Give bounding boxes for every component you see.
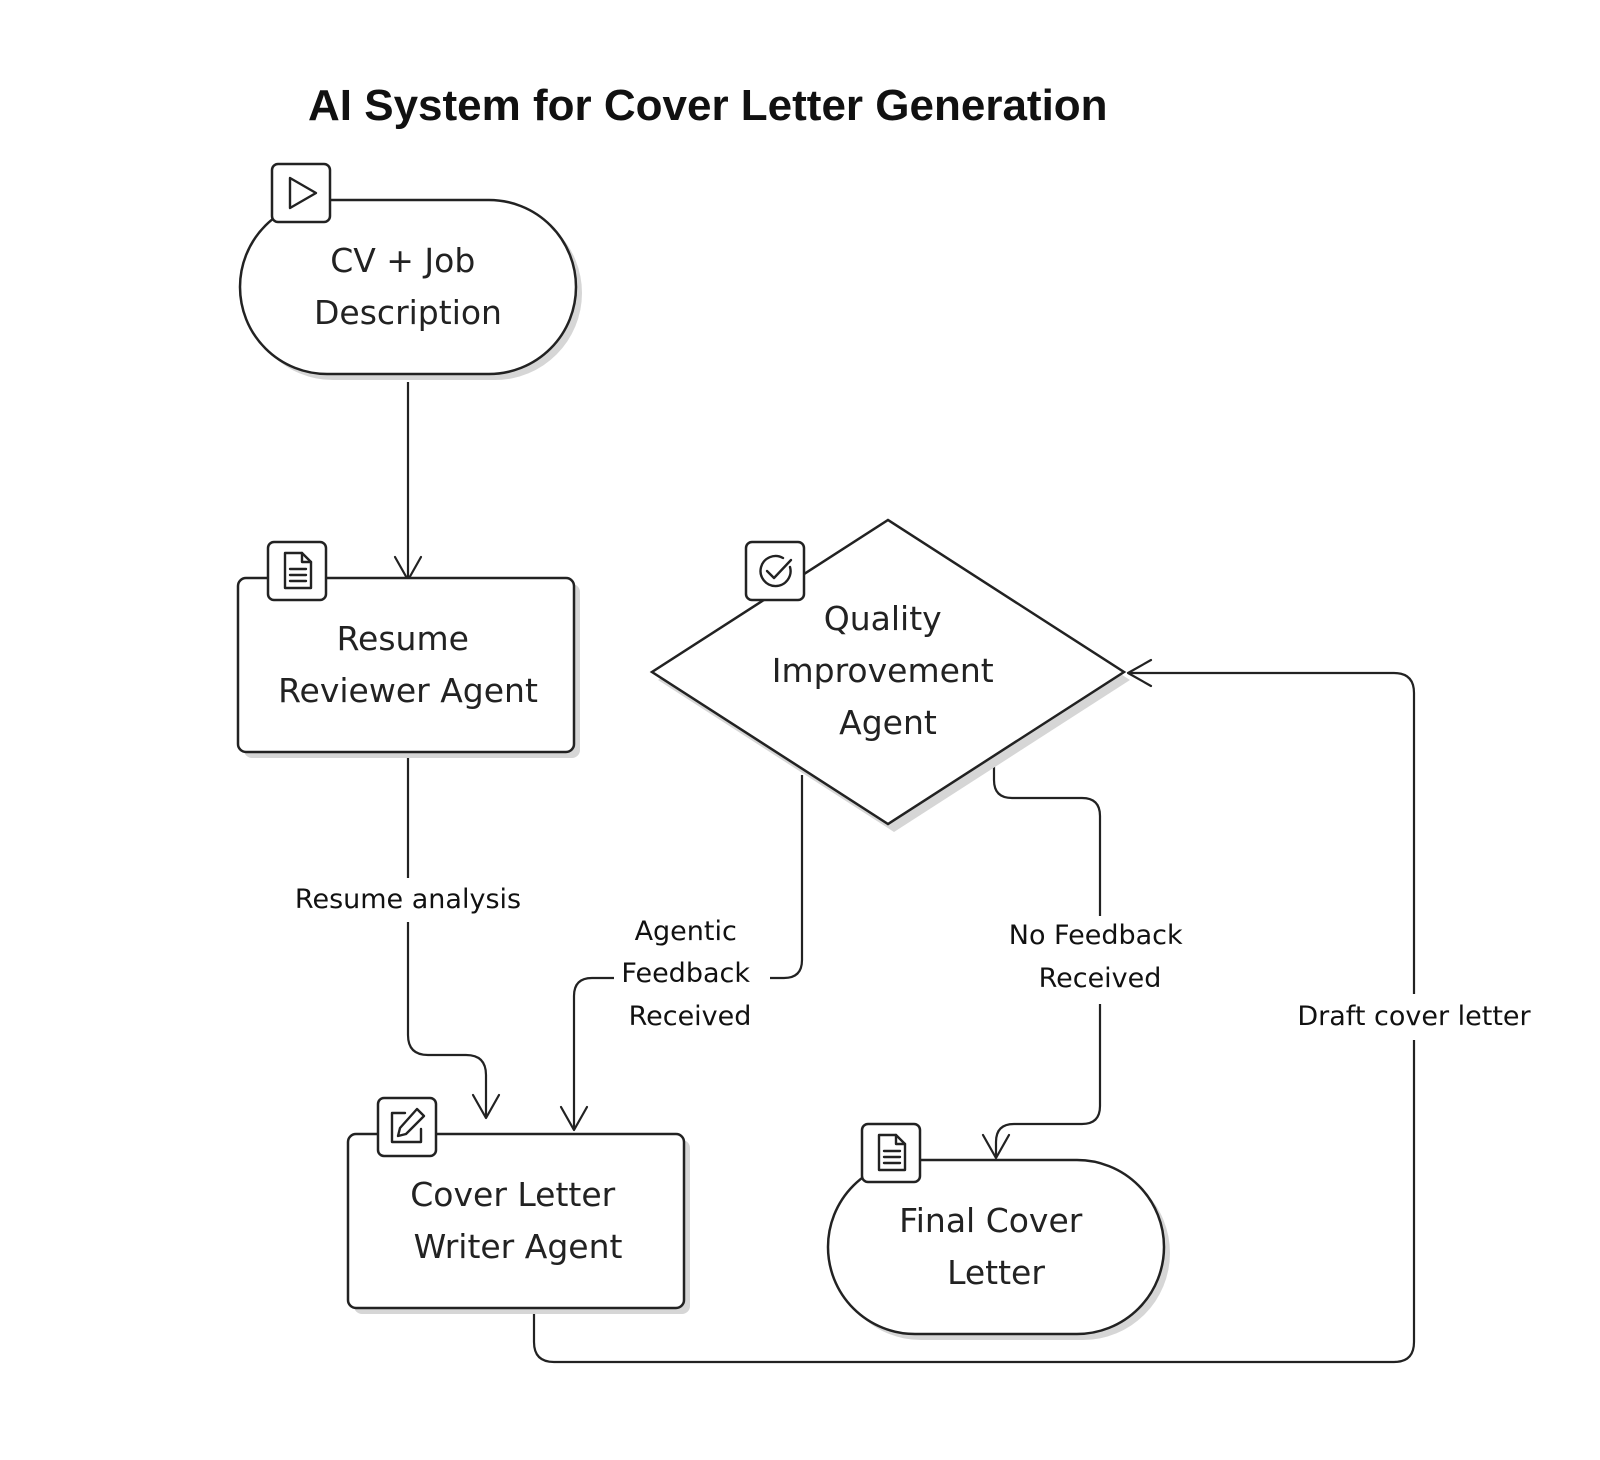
node-label-line: CV + Job [330, 241, 475, 280]
edit-icon [376, 1096, 438, 1158]
edge-label-no-feedback: No Feedback Received [998, 916, 1202, 1004]
edge-reviewer-to-writer [406, 745, 501, 1120]
svg-text:Quality Improvement: Quality Improvement Agent [772, 599, 1005, 742]
node-label-line: Final Cover [899, 1201, 1083, 1240]
node-label-line: Description [314, 293, 502, 332]
edge-label-line: Draft cover letter [1297, 1001, 1531, 1032]
edge-writer-to-quality [532, 658, 1416, 1364]
svg-text:Cover Letter Writer Agen: Cover Letter Writer Agent [410, 1175, 625, 1266]
node-resume-reviewer-agent[interactable]: Resume Reviewer Agent [236, 540, 580, 758]
check-circle-icon [744, 540, 806, 602]
svg-text:Final Cover Letter: Final Cover Letter [899, 1201, 1093, 1292]
edge-label-line: Resume analysis [295, 884, 521, 915]
diagram-title: AI System for Cover Letter Generation [308, 81, 1108, 130]
edge-label-line: Received [629, 1001, 752, 1032]
edge-label-draft-cover-letter: Draft cover letter [1290, 994, 1536, 1040]
edge-label-line: Feedback [621, 958, 750, 989]
node-label-line: Reviewer Agent [278, 671, 538, 710]
node-final-cover-letter[interactable]: Final Cover Letter [826, 1122, 1170, 1340]
node-quality-improvement-agent[interactable]: Quality Improvement Agent [649, 518, 1130, 832]
document-icon [266, 540, 328, 602]
svg-text:Resume analysis: Resume analysis [295, 884, 521, 915]
edge-label-line: No Feedback [1009, 920, 1183, 951]
svg-text:Draft cover letter: Draft cover letter [1297, 1001, 1531, 1032]
svg-text:CV + Job Description: CV + Job Description [314, 241, 502, 332]
node-cv-job-description[interactable]: CV + Job Description [238, 162, 582, 380]
node-label-line: Agent [839, 703, 937, 742]
svg-text:No Feedback Received: No Feedback Received [1009, 920, 1191, 994]
node-label-line: Cover Letter [410, 1175, 615, 1214]
play-icon [270, 162, 332, 224]
svg-text:Agentic Feedback R: Agentic Feedback Received [621, 916, 758, 1032]
node-label-line: Resume [337, 619, 469, 658]
edge-label-agentic-feedback: Agentic Feedback Received [614, 912, 770, 1036]
node-cover-letter-writer-agent[interactable]: Cover Letter Writer Agent [346, 1096, 690, 1314]
node-label-line: Writer Agent [414, 1227, 623, 1266]
edge-label-resume-analysis: Resume analysis [284, 878, 534, 922]
edge-label-line: Received [1039, 963, 1162, 994]
node-label-line: Improvement [772, 651, 994, 690]
node-label-line: Letter [947, 1253, 1045, 1292]
node-label-line: Quality [824, 599, 942, 638]
edge-label-line: Agentic [635, 916, 737, 947]
svg-text:Resume Reviewer Agent: Resume Reviewer Agent [278, 619, 538, 710]
document-icon [860, 1122, 922, 1184]
edge-start-to-reviewer [393, 382, 423, 582]
